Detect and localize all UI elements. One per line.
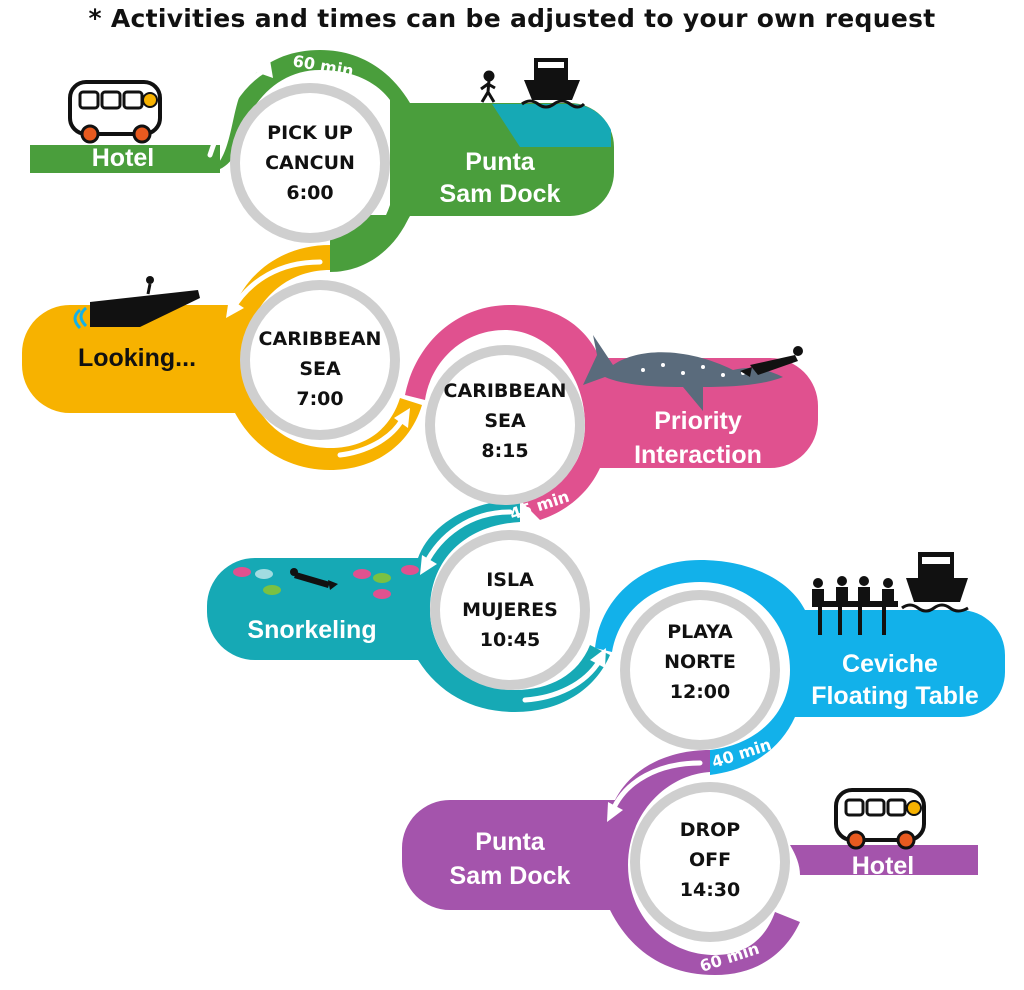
stop-1-line2: CANCUN (265, 152, 355, 174)
stop-3-line1: CARIBBEAN (443, 380, 567, 402)
teal-segment (207, 500, 610, 712)
arrow-5 (522, 657, 603, 703)
adjustment-note: * Activities and times can be adjusted t… (88, 4, 936, 33)
punta-sam-label-line1: Punta (465, 148, 535, 176)
arrow-3 (337, 417, 405, 458)
stop-5-line1: PLAYA (667, 621, 733, 643)
stop-4-line1: ISLA (486, 569, 534, 591)
bus-icon (834, 788, 926, 850)
speedboat-icon (73, 276, 200, 330)
stop-1: PICK UP CANCUN 6:00 (225, 118, 395, 208)
stop-2-time: 7:00 (296, 388, 344, 410)
bus-icon (68, 80, 162, 144)
stop-4: ISLA MUJERES 10:45 (425, 565, 595, 655)
punta-sam-2-label-line1: Punta (475, 828, 545, 856)
green-segment (30, 50, 614, 272)
direction-arrows (207, 60, 703, 822)
blue-segment (595, 560, 1005, 775)
punta-sam-2-label-line2: Sam Dock (449, 862, 571, 890)
purple-segment (402, 750, 978, 975)
walking-person-icon (480, 70, 496, 103)
stop-2: CARIBBEAN SEA 7:00 (235, 324, 405, 414)
ceviche-label-line1: Ceviche (842, 650, 938, 678)
stop-1-line1: PICK UP (267, 122, 353, 144)
snorkeler-icon (290, 568, 338, 590)
priority-label-line1: Priority (654, 407, 742, 435)
stop-2-line1: CARIBBEAN (258, 328, 382, 350)
stop-5-time: 12:00 (669, 681, 731, 703)
stop-5-line2: NORTE (664, 651, 736, 673)
arrow-6 (609, 760, 703, 815)
priority-label-line2: Interaction (634, 441, 762, 469)
stop-6-time: 14:30 (679, 879, 741, 901)
diver-icon (740, 346, 803, 377)
ferry-boat-icon (901, 552, 969, 613)
ferry-boat-icon (521, 58, 586, 109)
punta-sam-label-line2: Sam Dock (439, 180, 561, 208)
dining-table-icon (812, 576, 898, 635)
looking-label: Looking... (77, 344, 197, 372)
stop-circles (230, 83, 790, 942)
arrow-1 (207, 67, 268, 158)
arrow-4 (422, 509, 513, 568)
arrow-2 (229, 259, 323, 313)
hotel-start-label: Hotel (91, 144, 155, 172)
fish-icon (233, 565, 419, 599)
stop-1-time: 6:00 (286, 182, 334, 204)
stop-6-line2: OFF (688, 849, 732, 871)
yellow-segment (22, 245, 422, 470)
stop-3: CARIBBEAN SEA 8:15 (420, 376, 590, 466)
stop-2-line2: SEA (299, 358, 341, 380)
stop-5: PLAYA NORTE 12:00 (615, 617, 785, 707)
stop-6: DROP OFF 14:30 (625, 815, 795, 905)
stop-3-line2: SEA (484, 410, 526, 432)
ceviche-label-line2: Floating Table (811, 682, 979, 710)
stop-4-time: 10:45 (479, 629, 541, 651)
snorkeling-label: Snorkeling (247, 616, 377, 644)
stop-6-line1: DROP (679, 819, 741, 841)
stop-4-line2: MUJERES (462, 599, 558, 621)
hotel-end-label: Hotel (851, 852, 915, 880)
stop-3-time: 8:15 (481, 440, 529, 462)
